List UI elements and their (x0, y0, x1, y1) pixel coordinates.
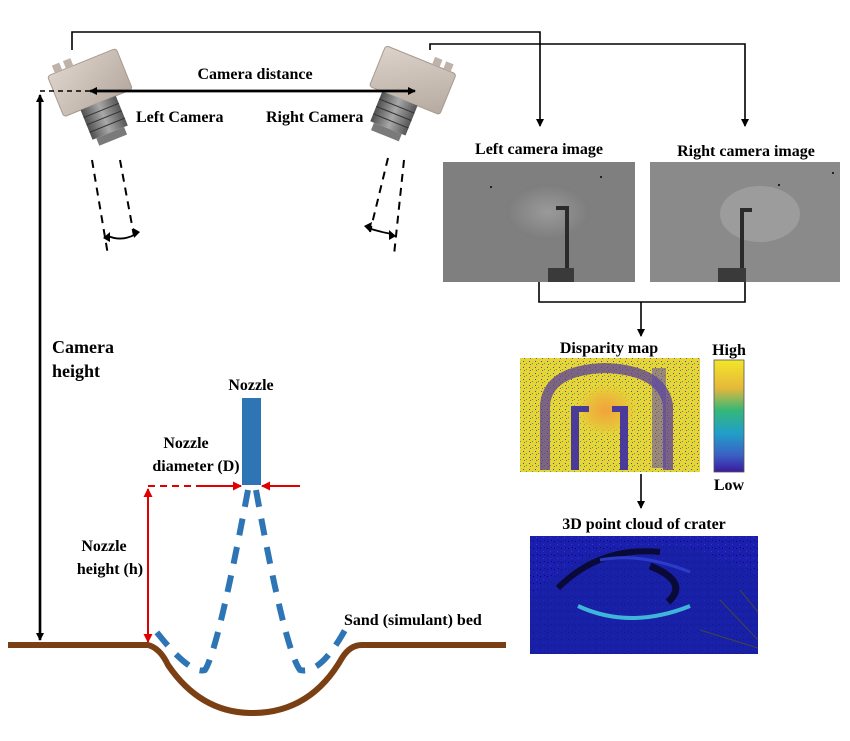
right-camera-field-of-view (364, 157, 405, 256)
disparity-map-title: Disparity map (560, 340, 658, 357)
left-camera-image (443, 162, 635, 282)
nozzle-height-label-line2: height (h) (77, 561, 143, 578)
nozzle-label: Nozzle (228, 377, 273, 394)
right-camera-signal-line (429, 43, 749, 127)
right-camera-image (650, 162, 840, 282)
nozzle-height-label-line1: Nozzle (81, 538, 126, 555)
disparity-map (520, 358, 700, 472)
left-camera-label: Left Camera (136, 109, 224, 126)
camera-height-label-line1: Camera (52, 337, 114, 357)
left-camera-signal-line (71, 31, 544, 127)
point-cloud-title: 3D point cloud of crater (562, 516, 726, 533)
disparity-colorbar (713, 359, 745, 473)
camera-height-label-line2: height (52, 361, 100, 381)
camera-distance-label: Camera distance (197, 66, 312, 83)
right-camera-label: Right Camera (266, 109, 363, 126)
nozzle (242, 398, 261, 485)
nozzle-diameter-label-line1: Nozzle (163, 435, 208, 452)
jet-flow-dashes (152, 489, 348, 674)
images-to-disparity-connector (538, 282, 746, 337)
sand-bed (8, 642, 506, 717)
nozzle-diameter-label-line2: diameter (D) (152, 458, 239, 475)
right-camera-icon (369, 45, 456, 142)
point-cloud-image (530, 536, 759, 654)
sand-bed-label: Sand (simulant) bed (344, 612, 482, 629)
colorbar-high-label: High (712, 342, 746, 359)
right-camera-image-title: Right camera image (677, 143, 815, 160)
left-camera-field-of-view (91, 159, 140, 256)
colorbar-low-label: Low (714, 477, 745, 494)
left-camera-image-title: Left camera image (475, 141, 603, 158)
left-camera-icon (47, 48, 133, 146)
